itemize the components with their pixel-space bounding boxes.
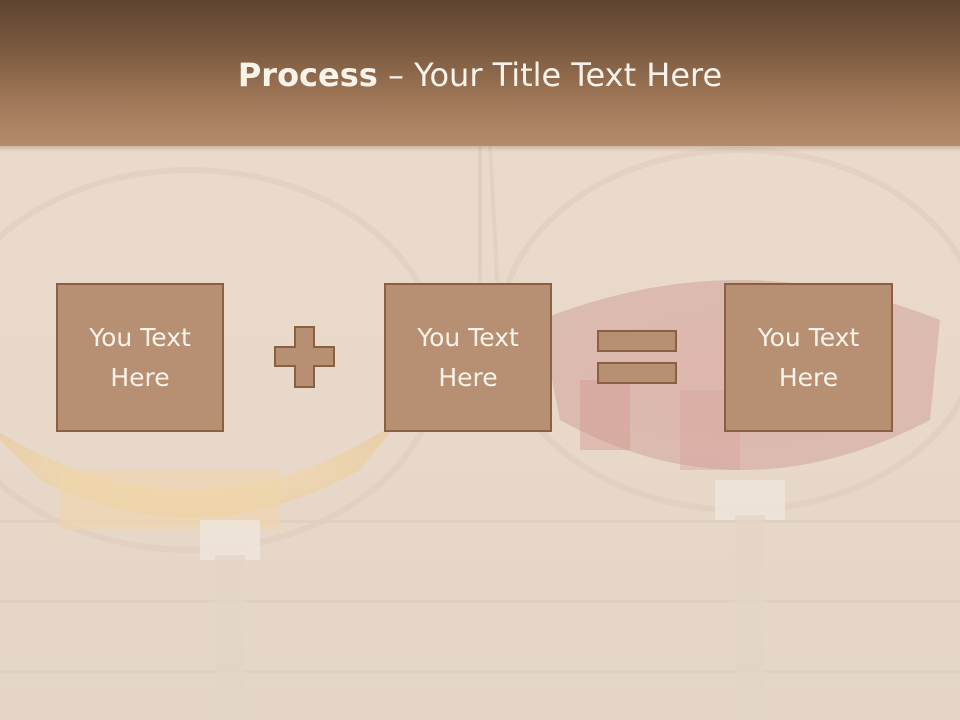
process-box-label: You Text Here bbox=[417, 322, 519, 392]
process-box-1[interactable]: You Text Here bbox=[56, 283, 224, 432]
title-bold-text: Process bbox=[237, 56, 378, 94]
process-box-label: You Text Here bbox=[757, 322, 860, 392]
process-box-label: You Text Here bbox=[89, 322, 191, 392]
title-bar-shadow bbox=[0, 146, 960, 152]
title-bar bbox=[0, 0, 960, 146]
process-box-2[interactable]: You Text Here bbox=[384, 283, 552, 432]
plus-icon bbox=[274, 326, 335, 388]
process-box-3[interactable]: You Text Here bbox=[724, 283, 893, 432]
slide-title[interactable]: Process – Your Title Text Here bbox=[0, 52, 960, 98]
title-rest-text: – Your Title Text Here bbox=[377, 56, 723, 94]
equals-icon bbox=[597, 330, 677, 384]
